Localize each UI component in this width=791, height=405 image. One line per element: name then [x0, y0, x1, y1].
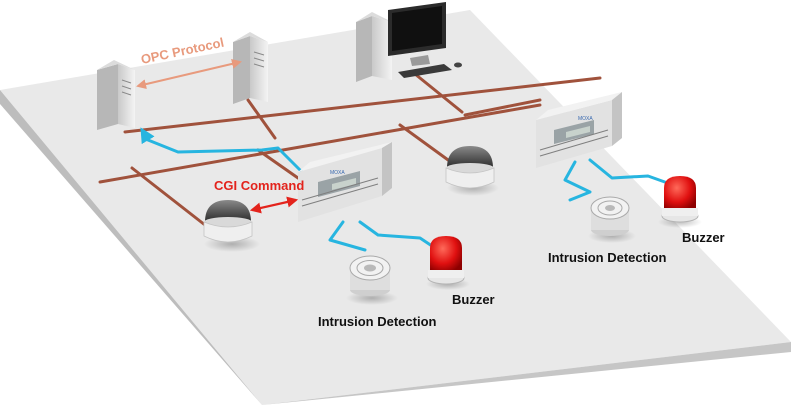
ethernet-drop-moxa-left [256, 148, 300, 180]
blue-line-buzzer-right [588, 158, 678, 188]
server-tower-left-icon [97, 60, 135, 130]
blue-line-to-server [140, 127, 310, 180]
platform [0, 10, 791, 405]
buzzer-right-icon [661, 176, 699, 223]
moxa-brand-right: MOXA [578, 116, 593, 122]
platform-front-edge [262, 342, 791, 405]
intrusion-sensor-right-icon [590, 196, 630, 236]
workstation-icon [356, 2, 462, 82]
ethernet-drop-camera-left [130, 166, 207, 227]
cgi-command-label: CGI Command [214, 178, 304, 193]
ethernet-line-back [123, 76, 602, 134]
dome-camera-right-icon [445, 146, 495, 189]
moxa-brand-left: MOXA [330, 170, 345, 176]
moxa-device-right-icon: MOXA [536, 92, 622, 168]
intrusion-detection-label-left: Intrusion Detection [318, 314, 437, 329]
mouse-icon [454, 62, 462, 68]
blue-line-buzzer-left [358, 220, 434, 248]
blue-line-intrusion-left [328, 220, 367, 252]
platform-top [0, 10, 791, 405]
cgi-command-arrow [249, 196, 299, 214]
ethernet-lines [98, 72, 602, 227]
ethernet-line-front [98, 103, 542, 184]
server-tower-middle-icon [233, 32, 268, 104]
intrusion-sensor-left-icon [349, 255, 391, 296]
moxa-device-left-icon: MOXA [298, 142, 392, 222]
intrusion-detection-label-right: Intrusion Detection [548, 250, 667, 265]
opc-protocol-arrow [136, 58, 242, 90]
platform-left-edge [0, 90, 262, 405]
ethernet-drop-workstation [413, 72, 464, 114]
buzzer-label-right: Buzzer [682, 230, 725, 245]
ethernet-drop-camera-right [398, 123, 457, 167]
buzzer-left-icon [427, 236, 465, 285]
ethernet-drop-server [246, 98, 277, 140]
serial-lines [140, 127, 678, 252]
ethernet-link-moxa-right [463, 98, 542, 117]
blue-line-intrusion-right [563, 160, 592, 202]
dome-camera-left-icon [203, 200, 253, 243]
buzzer-label-left: Buzzer [452, 292, 495, 307]
keyboard-icon [398, 64, 452, 78]
